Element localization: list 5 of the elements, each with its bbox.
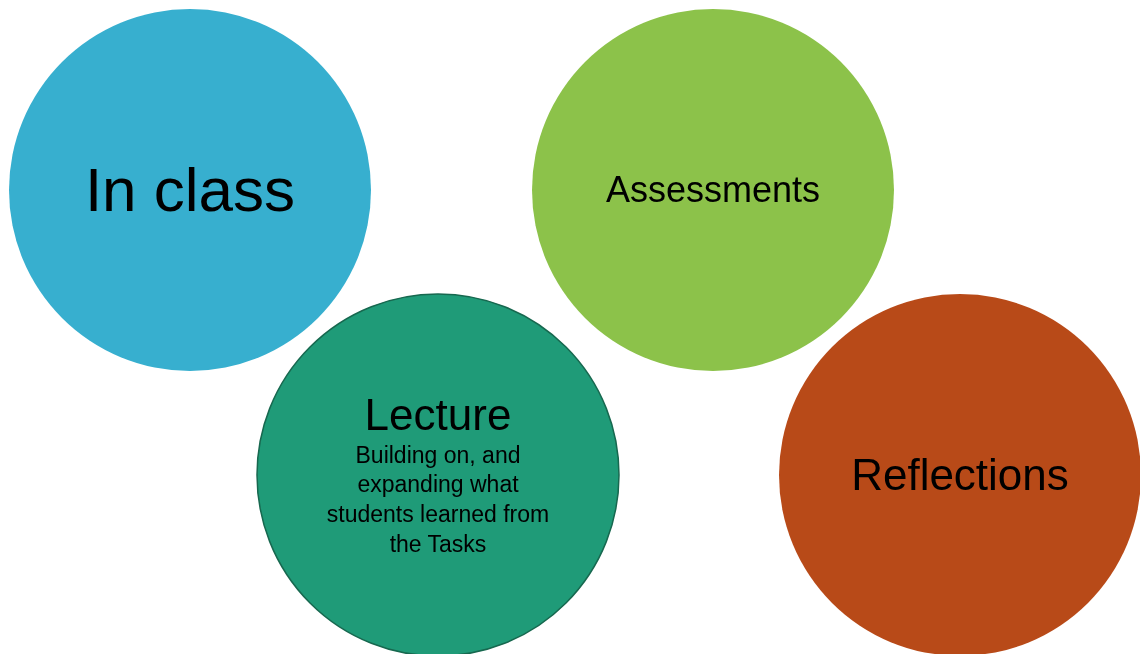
- circle-title: In class: [84, 154, 296, 226]
- circle-title: Assessments: [605, 169, 821, 211]
- circle-title: Lecture: [364, 389, 512, 441]
- circle-title: Reflections: [851, 449, 1069, 501]
- circle-text: Building on, and expanding what students learned from the Tasks: [325, 440, 551, 560]
